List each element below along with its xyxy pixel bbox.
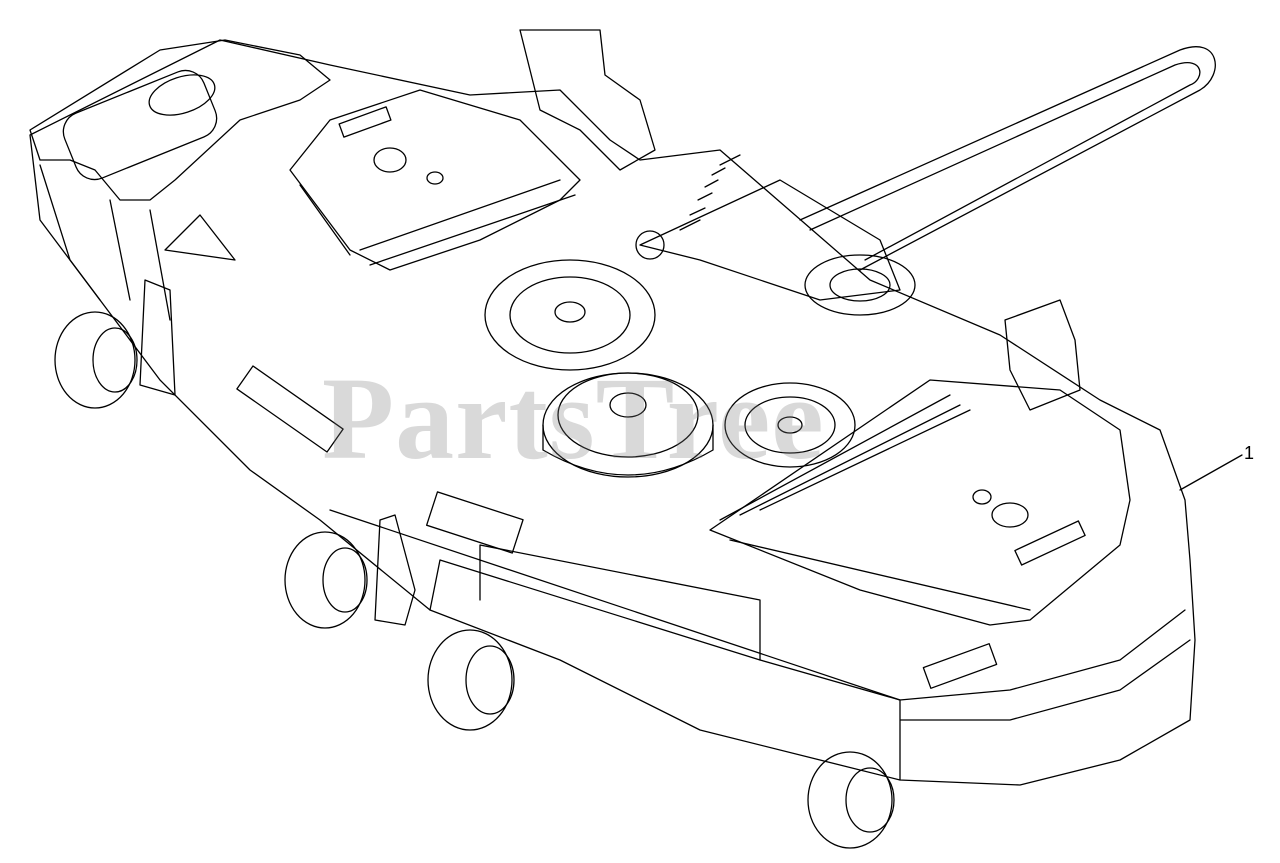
pulley-center [542,372,714,478]
side-discharge-housing [29,39,331,201]
gauge-wheel-rear-left [54,311,138,409]
belt-cover-left [289,89,581,271]
drive-belt [799,46,1216,271]
deck-outline [29,39,1196,786]
belt-cover-right-rail [719,394,1031,611]
side-emblem [148,74,216,116]
idler-arm [639,179,901,301]
callout-leader-1 [1179,454,1243,491]
right-mount-bracket [1004,299,1081,411]
gauge-wheel-front-center [427,629,515,731]
cover-badge [338,106,392,138]
cover-right-badge [1014,520,1086,566]
decal-front-right [922,643,998,689]
cover-right-knob-small [972,489,992,505]
tension-spring [679,154,741,231]
decal-deck-front [425,491,524,554]
gauge-wheel-front-right [807,751,895,849]
warning-decal-left [164,214,236,261]
guard-fin-left [139,279,176,396]
cover-knob [373,147,407,173]
drive-belt-inner [809,62,1201,261]
idler-pivot [635,230,665,260]
callout-label-1: 1 [1244,443,1255,463]
pulley-left [484,259,656,371]
decal-side [236,365,344,453]
side-plate [62,69,218,181]
pulley-right [724,382,856,468]
belt-cover-left-ridge [299,179,576,266]
cover-knob-small [426,171,444,185]
rear-mount-bracket [519,29,656,171]
deck-front-edge [329,509,901,701]
cover-right-knob [991,502,1029,528]
side-panel-lines [39,164,171,321]
idler-pulley [804,254,916,316]
gauge-wheel-front-left [284,531,368,629]
belt-cover-right [709,379,1131,626]
guard-fin-front [374,514,416,626]
